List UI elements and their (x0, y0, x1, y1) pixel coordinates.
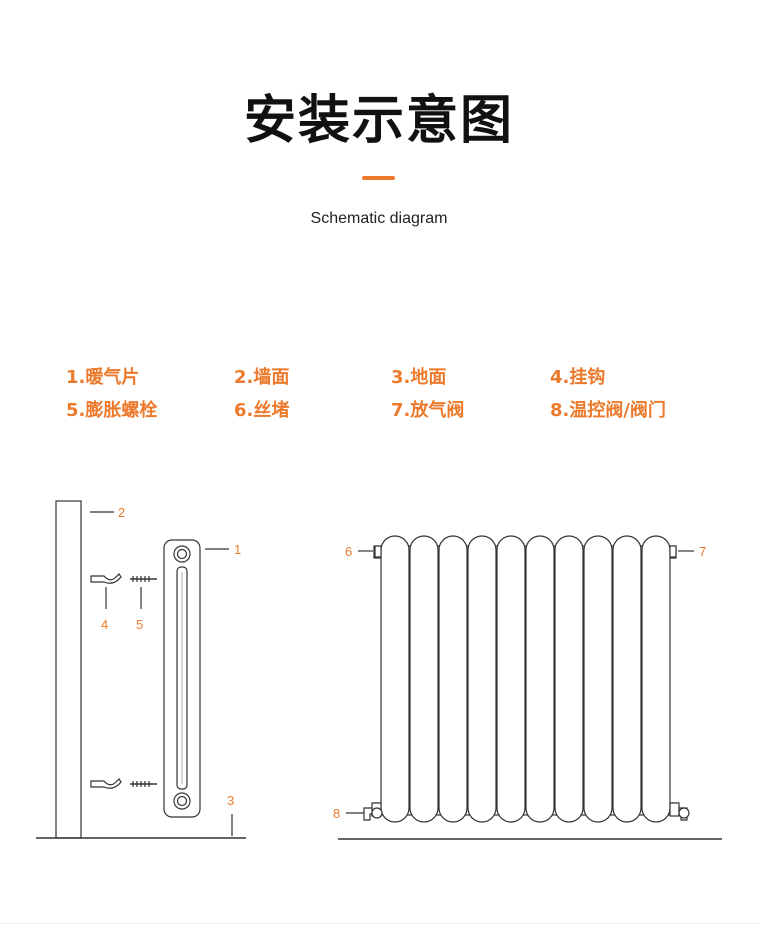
bolt-bottom (130, 781, 157, 787)
legend-item-6: 6.丝堵 (234, 400, 290, 421)
radiator-column (525, 535, 555, 823)
hook-top (90, 573, 122, 584)
callout-2: 2 (118, 505, 125, 520)
callout-5: 5 (136, 617, 143, 632)
radiator-side-channel (176, 566, 188, 790)
radiator-column (554, 535, 584, 823)
valve-left (363, 802, 383, 821)
plug (374, 545, 382, 558)
radiator-column (641, 535, 671, 823)
top-port-outer (173, 545, 191, 563)
radiator-columns (380, 535, 671, 823)
radiator-column (467, 535, 497, 823)
wall (55, 500, 82, 839)
front-view (338, 535, 722, 840)
callout-1: 1 (234, 542, 241, 557)
radiator-column (438, 535, 468, 823)
page-title: 安装示意图 (243, 91, 514, 151)
bolt-top (130, 576, 157, 582)
radiator-column (612, 535, 642, 823)
legend-item-5: 5.膨胀螺栓 (66, 400, 158, 421)
valve-right (669, 802, 690, 821)
side-view (36, 500, 246, 839)
hook-bottom (90, 778, 122, 789)
callout-8: 8 (333, 806, 340, 821)
callout-3: 3 (227, 793, 234, 808)
callout-4: 4 (101, 617, 108, 632)
radiator-column (583, 535, 613, 823)
bottom-port-inner (176, 795, 188, 807)
legend-item-3: 3.地面 (391, 367, 447, 388)
page-subtitle: Schematic diagram (310, 210, 448, 227)
air-vent (669, 545, 677, 558)
callout-6: 6 (345, 544, 352, 559)
title-accent-bar (362, 176, 395, 180)
legend-item-2: 2.墙面 (234, 367, 290, 388)
legend-item-8: 8.温控阀/阀门 (550, 400, 666, 421)
callout-7: 7 (699, 544, 706, 559)
radiator-column (380, 535, 410, 823)
top-port-inner (176, 548, 188, 560)
legend-item-4: 4.挂钩 (550, 367, 606, 388)
radiator-column (409, 535, 439, 823)
radiator-column (496, 535, 526, 823)
installation-diagram: 2 1 4 5 3 (36, 500, 722, 840)
bottom-divider (0, 923, 758, 924)
bottom-port-outer (173, 792, 191, 810)
legend-item-1: 1.暖气片 (66, 367, 140, 388)
legend-item-7: 7.放气阀 (391, 400, 465, 421)
